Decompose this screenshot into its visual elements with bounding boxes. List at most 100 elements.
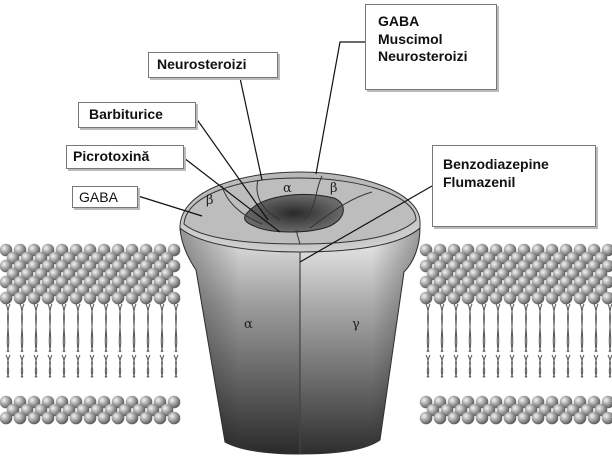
lipid-tail bbox=[48, 304, 52, 352]
lipid-tail bbox=[594, 355, 598, 378]
lipid-tail bbox=[524, 355, 528, 378]
lipid-head bbox=[168, 292, 181, 305]
lipid-tail bbox=[90, 355, 94, 378]
lipid-head bbox=[476, 292, 489, 305]
lipid-head bbox=[588, 412, 601, 425]
lipid-head bbox=[42, 292, 55, 305]
lipid-tail bbox=[104, 355, 108, 378]
lipid-tail bbox=[426, 355, 430, 378]
lipid-head bbox=[84, 412, 97, 425]
lipid-tail bbox=[426, 304, 430, 352]
lipid-head bbox=[42, 412, 55, 425]
lipid-tail bbox=[118, 304, 122, 352]
lipid-head bbox=[126, 412, 139, 425]
lipid-tail bbox=[440, 304, 444, 352]
lipid-head bbox=[434, 412, 447, 425]
lipid-tail bbox=[496, 355, 500, 378]
lipid-tail bbox=[538, 355, 542, 378]
lipid-head bbox=[70, 412, 83, 425]
lipid-head bbox=[420, 292, 433, 305]
lipid-tail bbox=[104, 304, 108, 352]
lipid-head bbox=[518, 292, 531, 305]
pointer-neurosteroid-site bbox=[240, 78, 262, 180]
subunit-beta-right: β bbox=[330, 181, 338, 196]
label-box-agonists: GABA Muscimol Neurosteroizi bbox=[365, 4, 497, 90]
lipid-head bbox=[504, 292, 517, 305]
lipid-tail bbox=[76, 304, 80, 352]
lipid-head bbox=[490, 412, 503, 425]
label-muscimol: Muscimol bbox=[378, 31, 496, 49]
label-benzodiazepine: Benzodiazepine bbox=[443, 156, 595, 174]
lipid-tail bbox=[76, 355, 80, 378]
lipid-head bbox=[420, 412, 433, 425]
label-flumazenil: Flumazenil bbox=[443, 174, 595, 192]
lipid-tail bbox=[454, 355, 458, 378]
lipid-tail bbox=[62, 355, 66, 378]
lipid-tail bbox=[580, 355, 584, 378]
lipid-head bbox=[490, 292, 503, 305]
lipid-head bbox=[98, 412, 111, 425]
lipid-tail bbox=[6, 355, 10, 378]
lipid-head bbox=[56, 292, 69, 305]
lipid-head bbox=[504, 412, 517, 425]
lipid-head bbox=[532, 412, 545, 425]
lipid-tail bbox=[538, 304, 542, 352]
lipid-head bbox=[434, 292, 447, 305]
label-barbiturates: Barbiturice bbox=[78, 102, 196, 128]
lipid-head bbox=[140, 412, 153, 425]
subunit-beta-left: β bbox=[206, 193, 214, 208]
lipid-head bbox=[112, 292, 125, 305]
lipid-tail bbox=[496, 304, 500, 352]
subunit-alpha-front: α bbox=[244, 317, 253, 332]
lipid-tail bbox=[174, 355, 178, 378]
lipid-tail bbox=[566, 304, 570, 352]
lipid-head bbox=[448, 292, 461, 305]
lipid-head bbox=[14, 412, 27, 425]
lipid-tail bbox=[566, 355, 570, 378]
lipid-head bbox=[546, 412, 559, 425]
lipid-head bbox=[154, 292, 167, 305]
lipid-head bbox=[168, 412, 181, 425]
label-gaba-agonist: GABA bbox=[378, 13, 496, 31]
lipid-tail bbox=[440, 355, 444, 378]
lipid-head bbox=[560, 292, 573, 305]
lipid-head bbox=[154, 412, 167, 425]
lipid-head bbox=[574, 412, 587, 425]
lipid-tail bbox=[118, 355, 122, 378]
label-gaba: GABA bbox=[72, 186, 138, 208]
lipid-tail bbox=[174, 304, 178, 352]
lipid-tail bbox=[482, 355, 486, 378]
lipid-tail bbox=[20, 304, 24, 352]
lipid-head bbox=[546, 292, 559, 305]
lipid-tail bbox=[160, 304, 164, 352]
label-neurosteroids-agonist: Neurosteroizi bbox=[378, 48, 496, 66]
lipid-tail bbox=[62, 304, 66, 352]
lipid-head bbox=[112, 412, 125, 425]
lipid-tail bbox=[6, 304, 10, 352]
lipid-tail bbox=[594, 304, 598, 352]
lipid-head bbox=[28, 412, 41, 425]
lipid-tail bbox=[608, 304, 612, 352]
lipid-tail bbox=[468, 304, 472, 352]
lipid-head bbox=[560, 412, 573, 425]
lipid-head bbox=[462, 292, 475, 305]
lipid-head bbox=[574, 292, 587, 305]
lipid-tail bbox=[580, 304, 584, 352]
label-box-benzodiazepines: Benzodiazepine Flumazenil bbox=[432, 145, 596, 227]
lipid-tail bbox=[146, 304, 150, 352]
lipid-head bbox=[126, 292, 139, 305]
lipid-tail bbox=[34, 304, 38, 352]
pointer-agonist-site bbox=[316, 42, 365, 174]
lipid-tail bbox=[48, 355, 52, 378]
lipid-head bbox=[476, 412, 489, 425]
lipid-tail bbox=[510, 304, 514, 352]
lipid-head bbox=[56, 412, 69, 425]
lipid-head bbox=[84, 292, 97, 305]
lipid-head bbox=[0, 412, 12, 425]
subunit-alpha-top: α bbox=[283, 181, 292, 196]
label-picrotoxin: Picrotoxină bbox=[66, 145, 184, 169]
lipid-tail bbox=[90, 304, 94, 352]
lipid-tail bbox=[34, 355, 38, 378]
